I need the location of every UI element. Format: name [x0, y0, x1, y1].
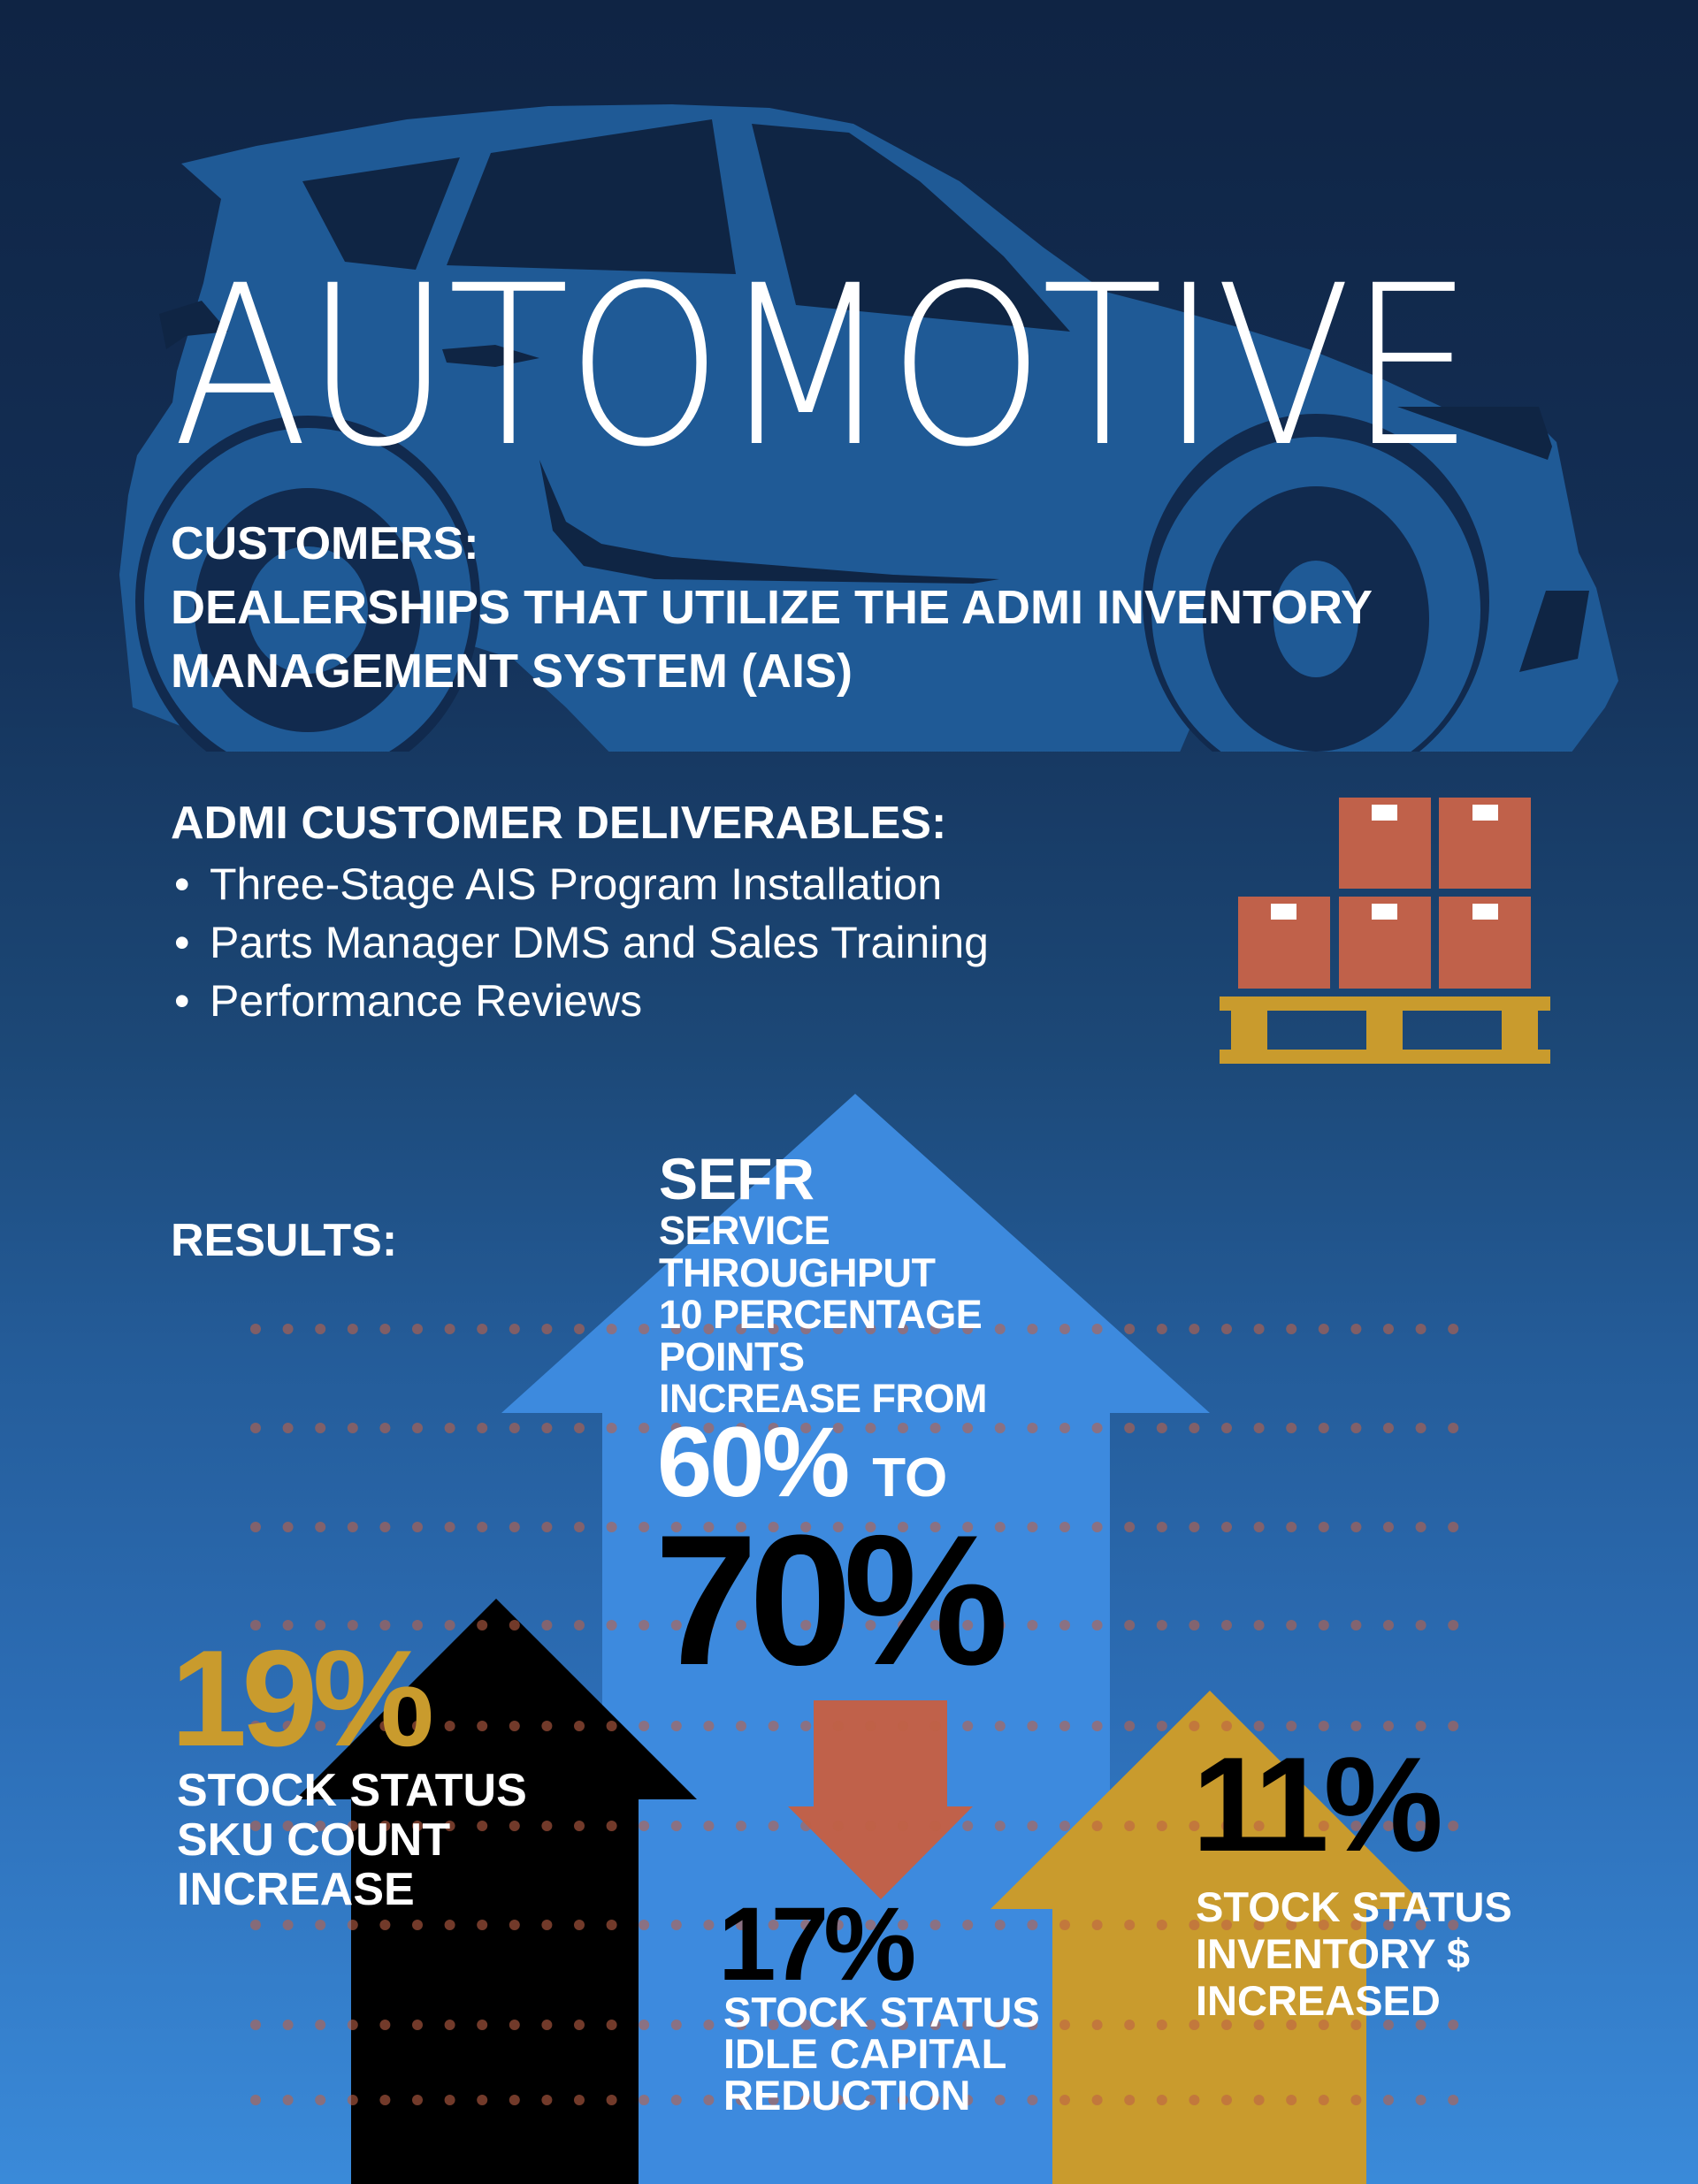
pallet-boxes-icon: [1220, 798, 1550, 1064]
sefr-up-arrow-icon: [501, 1094, 1210, 2184]
sefr-title: SEFR: [659, 1146, 815, 1211]
idle-capital-down-arrow-icon: [788, 1700, 973, 1899]
deliverables-heading: ADMI CUSTOMER DELIVERABLES:: [171, 798, 947, 849]
results-heading: RESULTS:: [171, 1215, 398, 1266]
idle-capital-label: STOCK STATUS IDLE CAPITAL REDUCTION: [723, 1991, 1040, 2116]
sefr-line: INCREASE FROM: [659, 1376, 988, 1421]
sku-label-line: SKU COUNT: [177, 1814, 451, 1866]
deliverable-item: •Three-Stage AIS Program Installation: [171, 855, 989, 913]
sku-up-arrow-icon: [295, 1599, 697, 2184]
customers-line: DEALERSHIPS THAT UTILIZE THE ADMI INVENT…: [171, 581, 1373, 634]
inventory-label-line: INVENTORY $: [1196, 1930, 1470, 1977]
inventory-up-arrow-icon: [990, 1691, 1428, 2184]
sefr-line: POINTS: [659, 1333, 805, 1379]
from-value: 60%: [657, 1407, 850, 1517]
customers-line: MANAGEMENT SYSTEM (AIS): [171, 645, 853, 698]
sku-value: 19%: [171, 1622, 434, 1775]
sefr-line: SERVICE: [659, 1208, 830, 1253]
sefr-line: THROUGHPUT: [659, 1249, 936, 1295]
deliverable-item: •Performance Reviews: [171, 972, 989, 1030]
bullet-icon: •: [174, 976, 190, 1026]
inventory-label-line: STOCK STATUS: [1196, 1883, 1512, 1930]
inventory-value: 11%: [1192, 1730, 1443, 1880]
sefr-line: 10 PERCENTAGE: [659, 1292, 983, 1337]
deliverables-list: •Three-Stage AIS Program Installation •P…: [171, 855, 989, 1030]
idle-capital-label-line: REDUCTION: [723, 2072, 971, 2119]
sku-label-line: STOCK STATUS: [177, 1765, 527, 1816]
sku-label-line: INCREASE: [177, 1864, 415, 1915]
idle-capital-value: 17%: [718, 1886, 916, 2003]
page-title: AUTOMOTIVE: [172, 238, 1474, 495]
bullet-icon: •: [174, 859, 190, 909]
sefr-from-value: 60% TO: [657, 1413, 947, 1528]
sefr-block: SEFR SERVICE THROUGHPUT 10 PERCENTAGE PO…: [659, 1146, 988, 1421]
idle-capital-label-line: IDLE CAPITAL: [723, 2030, 1007, 2077]
inventory-label: STOCK STATUS INVENTORY $ INCREASED: [1196, 1883, 1512, 2024]
inventory-label-line: INCREASED: [1196, 1977, 1441, 2024]
bullet-icon: •: [174, 918, 190, 967]
customers-heading: CUSTOMERS:: [171, 518, 479, 569]
car-silhouette-icon: [119, 104, 1618, 752]
deliverable-item: •Parts Manager DMS and Sales Training: [171, 913, 989, 972]
sefr-to-value: 70%: [654, 1496, 1008, 1704]
sku-label: STOCK STATUS SKU COUNT INCREASE: [177, 1766, 527, 1914]
customers-description: DEALERSHIPS THAT UTILIZE THE ADMI INVENT…: [171, 576, 1373, 703]
idle-capital-label-line: STOCK STATUS: [723, 1989, 1040, 2035]
to-word: TO: [872, 1447, 948, 1508]
